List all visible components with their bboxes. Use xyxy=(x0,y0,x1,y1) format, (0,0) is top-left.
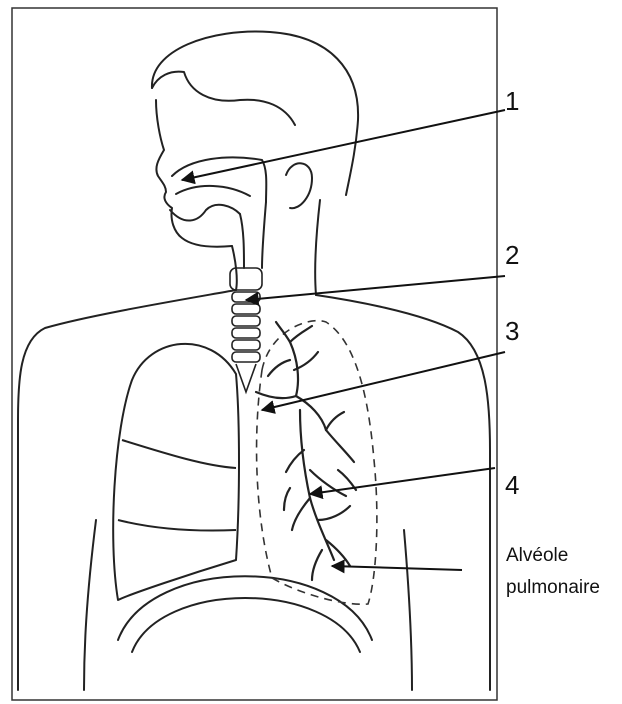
arrow-2 xyxy=(246,276,505,300)
figure-frame xyxy=(12,8,497,700)
body-outline xyxy=(18,32,490,690)
nasal-oral-cavity xyxy=(170,157,266,268)
label-alveole-line1: Alvéole xyxy=(506,542,568,570)
arrow-4 xyxy=(310,468,495,494)
label-4: 4 xyxy=(505,470,519,501)
arrow-1 xyxy=(182,110,505,180)
label-2: 2 xyxy=(505,240,519,271)
label-alveole-line2: pulmonaire xyxy=(506,574,600,602)
arrow-alveole xyxy=(332,566,462,570)
lung-left-side xyxy=(113,344,239,600)
bronchial-tree xyxy=(256,322,356,580)
label-3: 3 xyxy=(505,316,519,347)
label-1: 1 xyxy=(505,86,519,117)
